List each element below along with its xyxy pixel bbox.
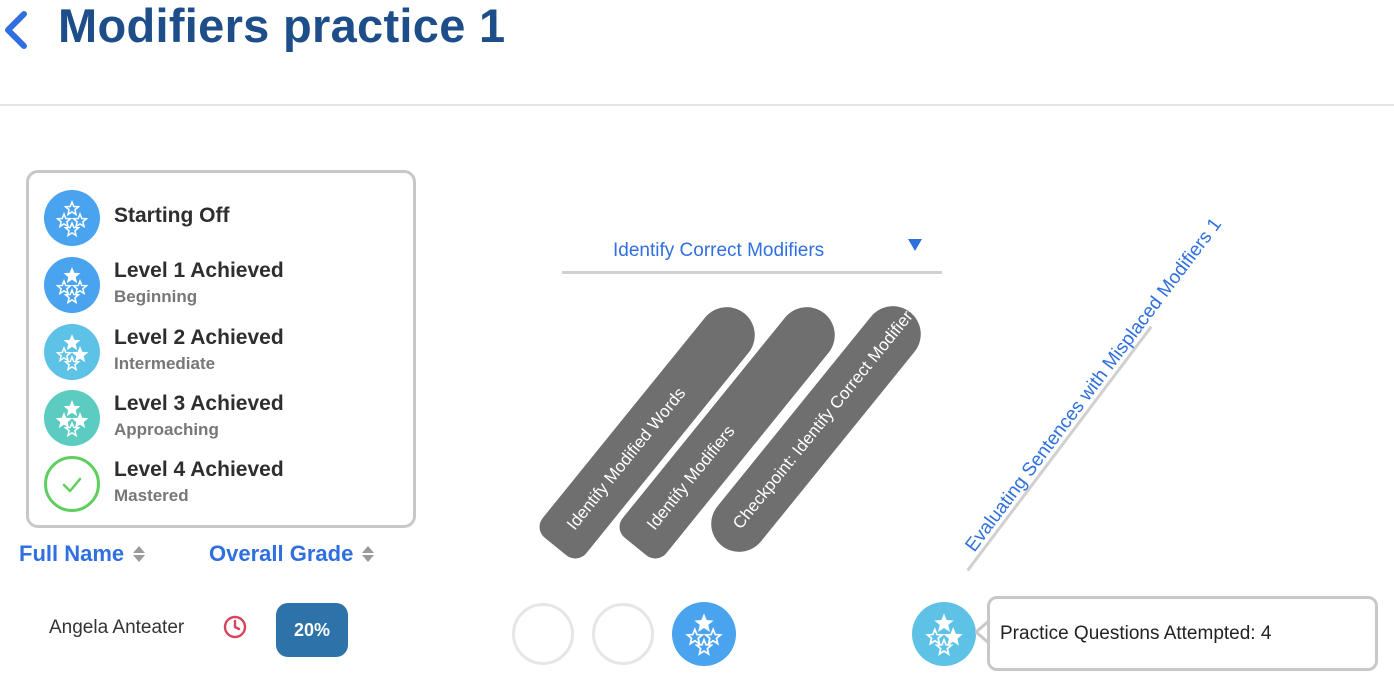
sort-overall-grade-button[interactable]: Overall Grade bbox=[209, 541, 375, 567]
one-star-filled-icon bbox=[44, 257, 100, 313]
legend-item-title: Level 2 Achieved bbox=[114, 326, 284, 349]
legend-item-subtitle: Intermediate bbox=[114, 354, 216, 373]
two-stars-filled-icon bbox=[44, 324, 100, 380]
mastery-legend: Starting Off Level 1 Achieved Beginning … bbox=[26, 170, 416, 528]
header-divider bbox=[0, 104, 1394, 106]
sort-icon bbox=[133, 546, 146, 562]
legend-item-title: Level 1 Achieved bbox=[114, 259, 284, 282]
caret-down-icon bbox=[908, 239, 922, 251]
practice-tooltip: Practice Questions Attempted: 4 bbox=[987, 596, 1378, 671]
two-stars-filled-icon bbox=[925, 613, 963, 656]
legend-item-level-1: Level 1 Achieved Beginning bbox=[44, 257, 404, 315]
progress-empty-circle[interactable] bbox=[512, 603, 574, 665]
chevron-left-icon bbox=[5, 11, 27, 49]
overall-grade-badge[interactable]: 20% bbox=[276, 603, 348, 657]
one-star-filled-icon bbox=[685, 613, 723, 656]
three-stars-outline-icon bbox=[44, 190, 100, 246]
full-name-header: Full Name bbox=[19, 541, 125, 566]
progress-empty-circle[interactable] bbox=[592, 603, 654, 665]
three-stars-filled-icon bbox=[44, 390, 100, 446]
sort-icon bbox=[362, 546, 375, 562]
legend-item-title: Level 3 Achieved bbox=[114, 392, 284, 415]
legend-item-level-4: Level 4 Achieved Mastered bbox=[44, 456, 404, 514]
legend-item-level-2: Level 2 Achieved Intermediate bbox=[44, 324, 404, 382]
legend-item-title: Level 4 Achieved bbox=[114, 458, 284, 481]
progress-level-1-badge[interactable] bbox=[672, 602, 736, 666]
dropdown-underline bbox=[562, 271, 942, 274]
legend-item-level-3: Level 3 Achieved Approaching bbox=[44, 390, 404, 448]
back-button[interactable] bbox=[0, 8, 34, 52]
overall-grade-header: Overall Grade bbox=[209, 541, 354, 566]
sort-full-name-button[interactable]: Full Name bbox=[19, 541, 146, 567]
tooltip-text: Practice Questions Attempted: 4 bbox=[1000, 623, 1272, 644]
progress-level-2-badge[interactable] bbox=[912, 602, 976, 666]
skill-dropdown[interactable]: Identify Correct Modifiers bbox=[562, 226, 942, 276]
legend-item-subtitle: Beginning bbox=[114, 287, 198, 306]
skill-dropdown-label: Identify Correct Modifiers bbox=[613, 240, 825, 261]
clock-icon[interactable] bbox=[222, 614, 248, 640]
legend-item-starting-off: Starting Off bbox=[44, 190, 404, 248]
legend-item-subtitle: Approaching bbox=[114, 420, 219, 439]
student-name[interactable]: Angela Anteater bbox=[49, 617, 185, 638]
legend-item-subtitle: Mastered bbox=[114, 486, 189, 505]
checkmark-icon bbox=[44, 456, 100, 512]
legend-item-title: Starting Off bbox=[114, 204, 230, 227]
skill-link-evaluating-sentences[interactable]: Evaluating Sentences with Misplaced Modi… bbox=[961, 214, 1227, 556]
page-title: Modifiers practice 1 bbox=[58, 0, 506, 52]
